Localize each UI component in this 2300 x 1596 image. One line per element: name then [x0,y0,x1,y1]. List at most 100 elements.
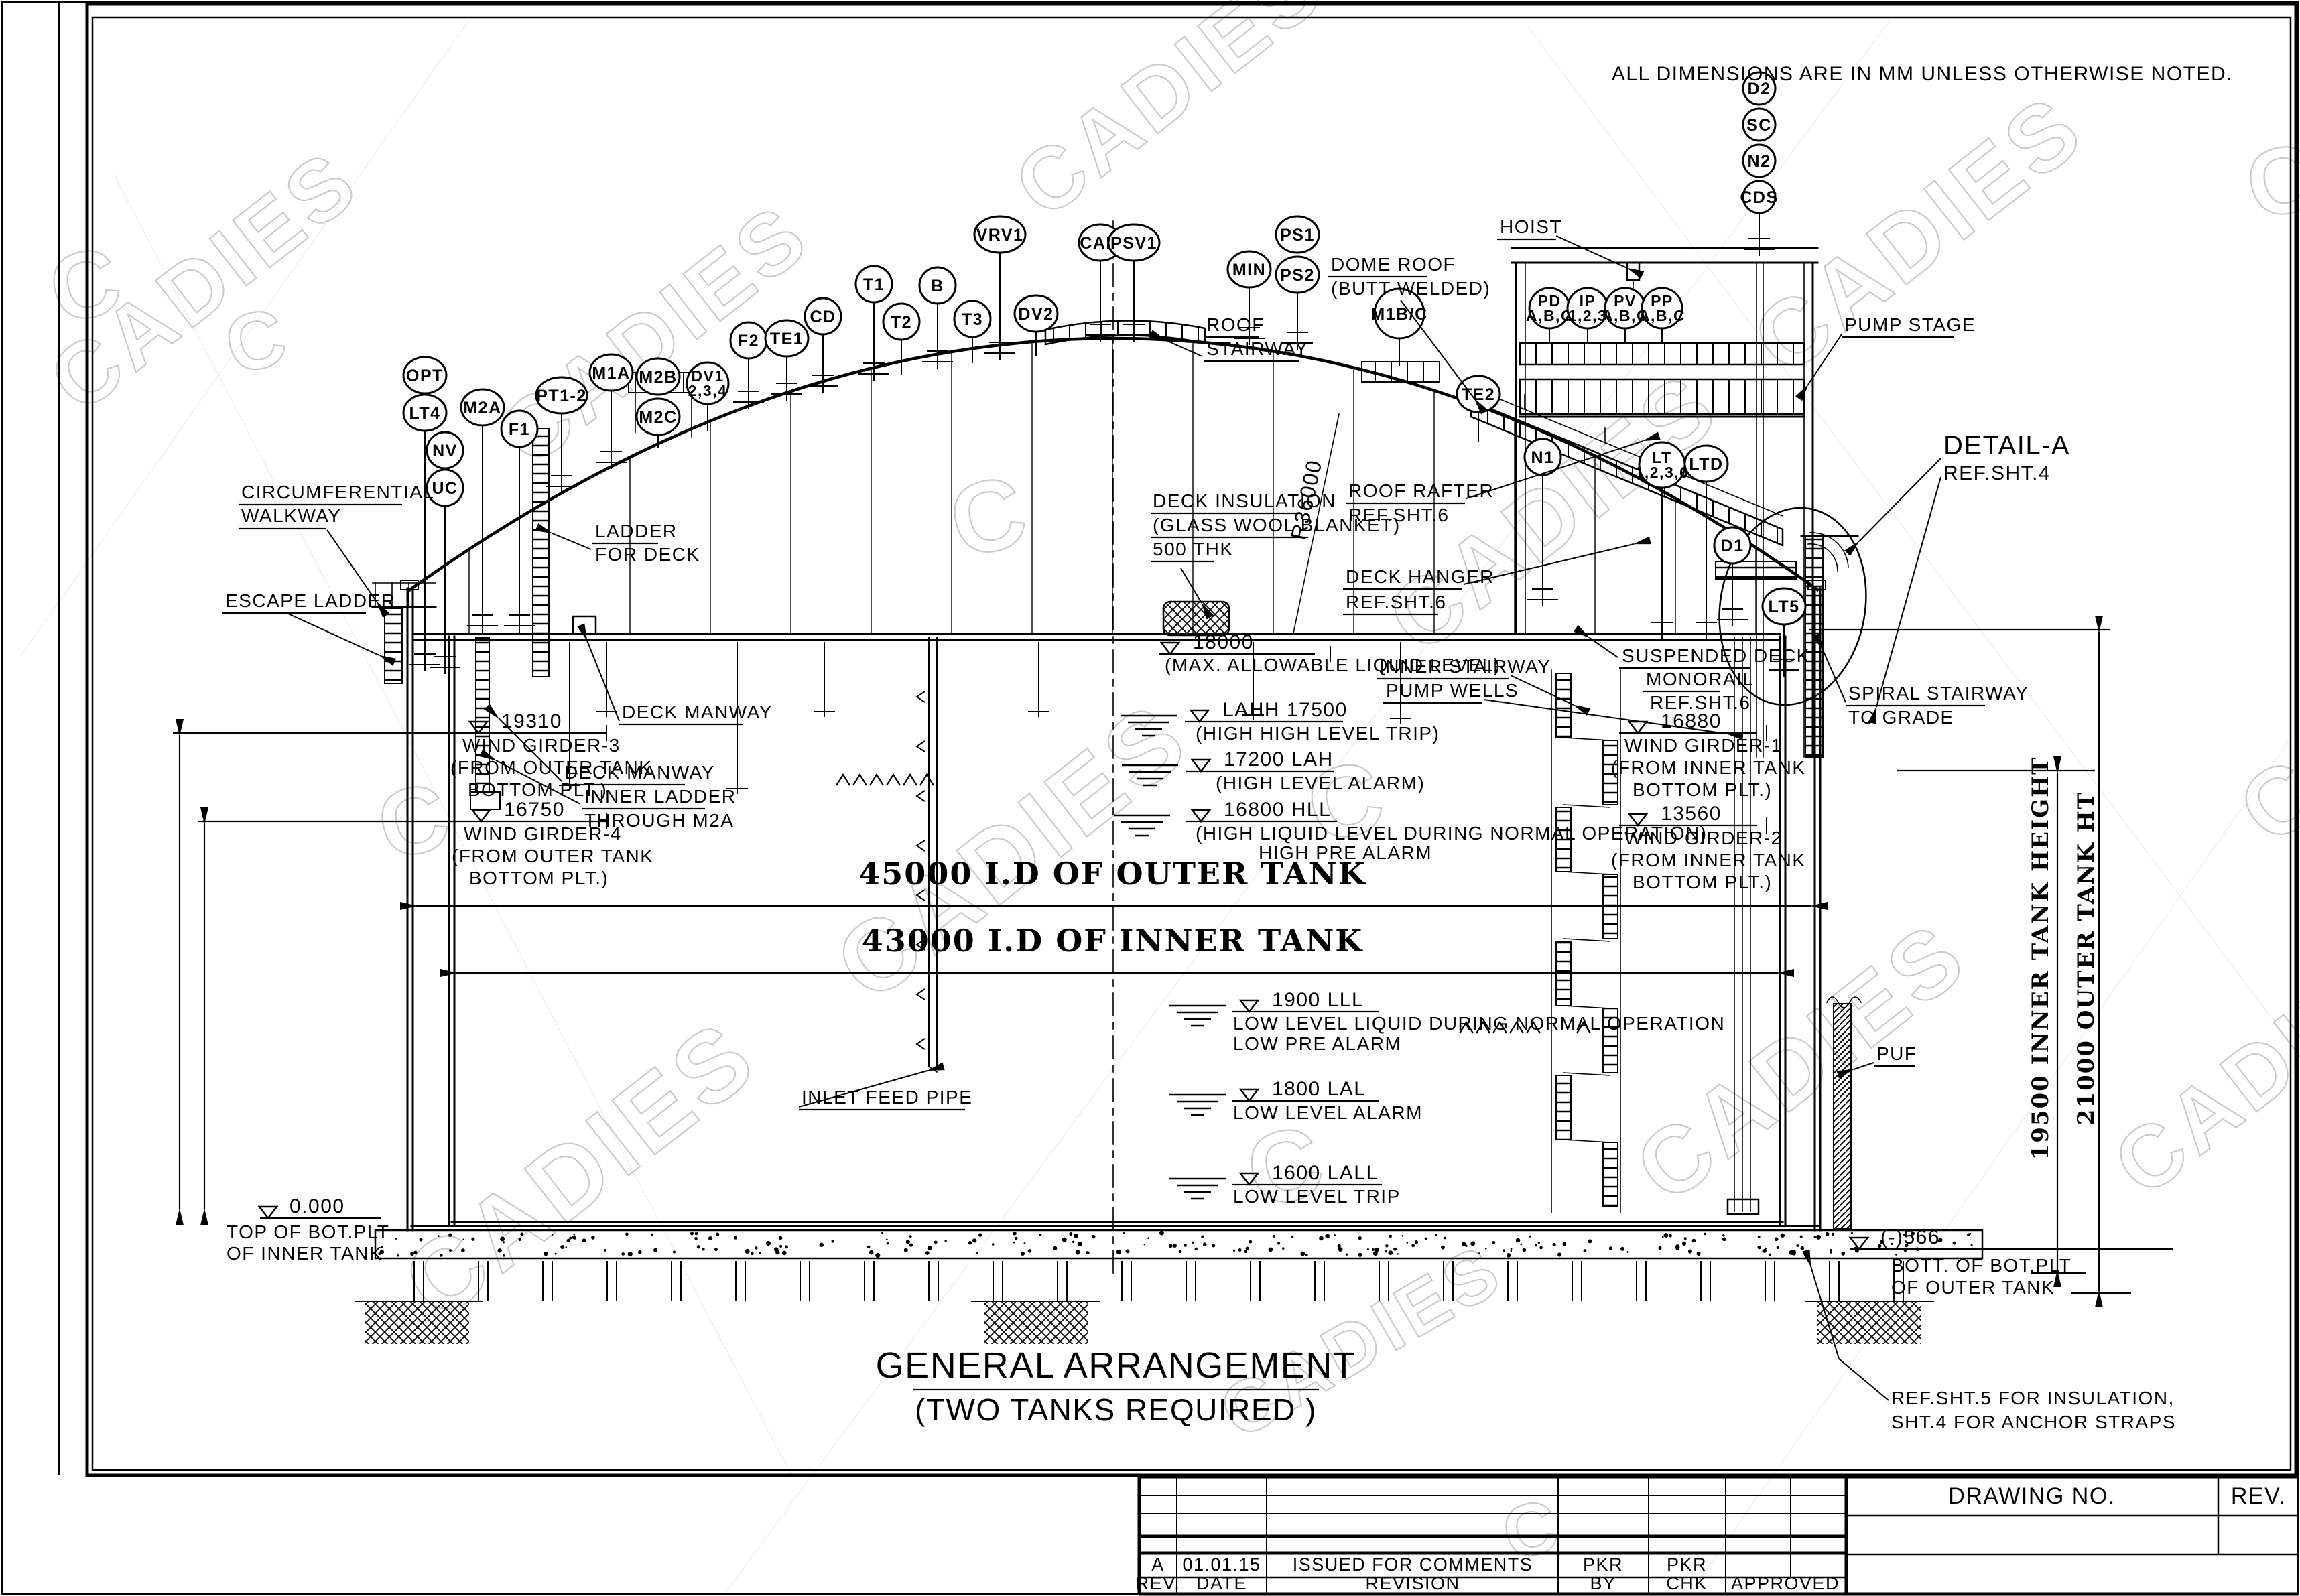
inner-stairway-landing [1563,804,1611,808]
slab-speckle [1125,1249,1130,1254]
escape-ladder-structure [384,608,403,684]
slab-speckle [544,1252,548,1256]
hdr-chk: CHK [1666,1573,1708,1593]
puf-leader [1836,1062,1874,1079]
slab-speckle [1358,1252,1362,1257]
deck-hanger-leader [1463,536,1651,585]
balloon-lt5 [1761,587,1807,626]
inner-stairway-landing [1563,938,1611,942]
slab-speckle [1905,1244,1909,1248]
slab-speckle [1515,1238,1521,1243]
slab-speckle [1172,1243,1177,1248]
slab-speckle [1075,1250,1080,1255]
slab-speckle [1406,1242,1409,1244]
balloon-ltd [1683,444,1729,483]
slab-speckle [1535,1244,1537,1247]
balloon-m2c-label: M2C [639,408,677,427]
slab-speckle [1091,1234,1096,1239]
inner-stairway-flight [1602,874,1618,939]
ladder-for-deck-leader [535,523,592,550]
chevron-mark [869,773,884,786]
inner-stairway-landing [1563,1072,1611,1076]
slab-speckle [1074,1234,1078,1238]
level-triangle [470,809,492,823]
slab-speckle [410,1252,414,1256]
balloon-uc [426,468,464,507]
slab-speckle [1537,1241,1541,1244]
slab-speckle [1557,1252,1562,1257]
balloon-d2-label: D2 [1748,80,1771,98]
watermark: CADIES [997,0,1342,236]
slab-speckle [396,1254,399,1257]
slab-speckle [775,1250,780,1255]
spiral-stairway-leader [1812,633,1846,703]
balloon-te1 [764,319,810,358]
slab-speckle [1691,1238,1696,1243]
slab-speckle [1910,1231,1915,1236]
level-triangle [1190,809,1212,823]
slab-speckle [378,1252,381,1256]
slab-speckle [1626,1251,1629,1253]
inlet-chevron [915,988,925,1000]
balloon-pt1-2-label: PT1-2 [536,387,587,405]
slab-speckle [934,1241,936,1244]
chevron-mark [1459,1020,1474,1034]
level-symbols [257,641,1870,1251]
slab-speckle [991,1243,995,1246]
balloon-lt4 [402,393,448,432]
hoist-leader [1555,235,1645,279]
balloon-m1a-label: M1A [592,364,630,383]
level-lines [173,628,2173,1294]
slab-speckle [1345,1253,1348,1256]
slab-speckle [1013,1231,1017,1236]
slab-speckle [696,1245,700,1249]
level-lall-desc: LOW LEVEL TRIP [1233,1186,1401,1207]
slab-speckle [1952,1241,1956,1245]
balloon-ps2 [1275,255,1320,294]
slab-speckle [603,1248,606,1252]
dome-roof-leader [1400,300,1488,415]
rev-row-by: PKR [1583,1554,1623,1575]
slab-speckle [1774,1237,1779,1242]
slab-speckle [1696,1251,1701,1256]
slab-speckle [875,1252,881,1258]
slab-speckle [708,1236,713,1241]
slab-speckle [944,1240,947,1242]
hdr-rev: REV. [1136,1573,1181,1593]
watermark: CADIES [2220,543,2300,864]
balloon-m1b-c [1373,287,1425,340]
slab-speckle [909,1243,913,1247]
slab-speckle [1608,1246,1613,1250]
drawing-frame-inner [91,16,2292,1471]
slab-speckle [1478,1252,1480,1254]
balloon-t2 [882,302,921,341]
detail-a-ref-leader [1868,476,1941,724]
slab-speckle [413,1250,418,1255]
slab-speckle [1277,1242,1281,1245]
balloon-min-label: MIN [1232,261,1266,279]
balloon-m2a [460,388,505,427]
level-lll: 1900 LLL [1272,989,1364,1011]
pump-stage: PUMP STAGE [1844,314,1976,335]
slab-speckle [572,1236,576,1240]
slab-speckle [1503,1249,1506,1252]
slab-speckle [779,1236,783,1240]
slab-speckle [461,1248,465,1253]
slab-speckle [1762,1250,1765,1253]
slab-speckle [552,1234,554,1236]
level-hll-desc2: HIGH PRE ALARM [1259,842,1432,863]
slab-speckle [1687,1249,1692,1254]
hdr-date: DATE [1196,1573,1247,1593]
slab-speckle [1159,1230,1164,1236]
balloon-opt-label: OPT [406,367,444,385]
level-hll-desc: (HIGH LIQUID LEVEL DURING NORMAL OPERATI… [1196,823,1708,844]
slab-speckle [1583,1249,1587,1253]
chevron-mark [1492,1020,1507,1034]
slab-speckle [1683,1237,1687,1240]
slab-speckle [1492,1241,1496,1244]
balloon-t1-label: T1 [863,275,885,294]
slab-speckle [462,1238,464,1241]
slab-speckle [1319,1236,1324,1241]
